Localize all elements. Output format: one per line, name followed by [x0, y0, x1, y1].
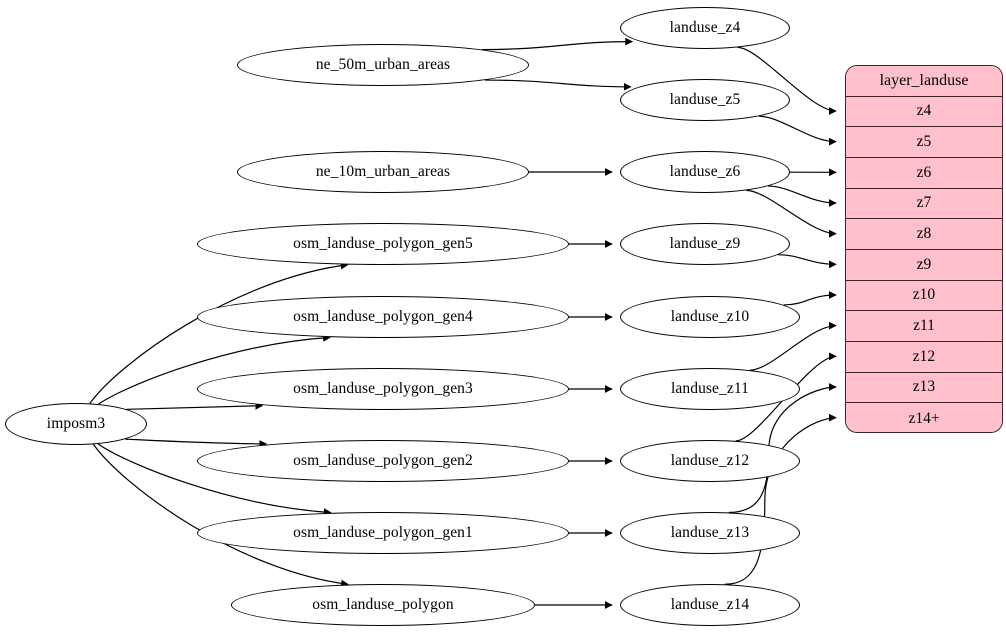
record-row-z14plus[interactable]: z14+	[846, 403, 1002, 432]
record-row-z5[interactable]: z5	[846, 127, 1002, 158]
record-row-z10[interactable]: z10	[846, 280, 1002, 312]
node-label: osm_landuse_polygon_gen3	[293, 380, 473, 398]
edge	[746, 189, 837, 238]
node-label: osm_landuse_polygon_gen4	[293, 308, 473, 326]
node-label: landuse_z6	[669, 163, 741, 181]
node-landuse-z14[interactable]: landuse_z14	[620, 584, 800, 626]
node-label: landuse_z12	[670, 452, 750, 470]
edge	[481, 37, 634, 51]
edge	[768, 185, 837, 207]
node-label: osm_landuse_polygon_gen5	[293, 235, 473, 253]
node-label: ne_10m_urban_areas	[315, 163, 451, 181]
node-osm-landuse-polygon-gen1[interactable]: osm_landuse_polygon_gen1	[197, 512, 569, 554]
node-label: osm_landuse_polygon_gen1	[293, 524, 473, 542]
node-label: landuse_z9	[669, 235, 741, 253]
node-osm-landuse-polygon[interactable]: osm_landuse_polygon	[231, 584, 535, 626]
edge	[737, 46, 837, 115]
record-row-z6[interactable]: z6	[846, 157, 1002, 189]
node-osm-landuse-polygon-gen3[interactable]: osm_landuse_polygon_gen3	[197, 368, 569, 410]
record-row-z4[interactable]: z4	[846, 96, 1002, 128]
edge	[97, 443, 332, 517]
record-row-z11[interactable]: z11	[846, 311, 1002, 342]
node-label: ne_50m_urban_areas	[315, 56, 451, 74]
edge	[125, 438, 268, 448]
record-header: layer_landuse	[846, 66, 1002, 97]
record-row-z13[interactable]: z13	[846, 372, 1002, 404]
node-label: landuse_z5	[669, 91, 741, 109]
edge	[89, 261, 349, 404]
node-landuse-z6[interactable]: landuse_z6	[620, 151, 790, 193]
record-row-z7[interactable]: z7	[846, 188, 1002, 220]
edge	[98, 333, 331, 405]
node-imposm3[interactable]: imposm3	[5, 403, 147, 445]
edge	[749, 321, 837, 371]
edge	[126, 401, 264, 410]
edge	[724, 413, 837, 585]
record-row-z9[interactable]: z9	[846, 249, 1002, 281]
node-landuse-z4[interactable]: landuse_z4	[620, 7, 790, 49]
node-landuse-z5[interactable]: landuse_z5	[620, 79, 790, 121]
node-ne-10m-urban-areas[interactable]: ne_10m_urban_areas	[237, 151, 529, 193]
node-landuse-z9[interactable]: landuse_z9	[620, 223, 790, 265]
edge	[484, 79, 632, 91]
edge	[92, 444, 349, 588]
node-landuse-z13[interactable]: landuse_z13	[620, 512, 800, 554]
node-osm-landuse-polygon-gen4[interactable]: osm_landuse_polygon_gen4	[197, 296, 569, 338]
node-label: imposm3	[46, 415, 106, 433]
record-row-z8[interactable]: z8	[846, 219, 1002, 250]
node-label: landuse_z4	[669, 19, 741, 37]
node-osm-landuse-polygon-gen5[interactable]: osm_landuse_polygon_gen5	[197, 223, 569, 265]
node-landuse-z11[interactable]: landuse_z11	[620, 368, 800, 410]
node-label: landuse_z11	[670, 380, 749, 398]
node-label: landuse_z10	[670, 308, 750, 326]
record-row-z12[interactable]: z12	[846, 341, 1002, 373]
node-osm-landuse-polygon-gen2[interactable]: osm_landuse_polygon_gen2	[197, 440, 569, 482]
edge	[778, 254, 837, 269]
node-label: osm_landuse_polygon	[312, 596, 454, 614]
node-label: landuse_z14	[670, 596, 750, 614]
node-ne-50m-urban-areas[interactable]: ne_50m_urban_areas	[237, 44, 529, 86]
edge	[759, 115, 837, 146]
node-landuse-z10[interactable]: landuse_z10	[620, 296, 800, 338]
edge	[783, 291, 837, 306]
node-label: landuse_z13	[670, 524, 750, 542]
node-label: osm_landuse_polygon_gen2	[293, 452, 473, 470]
node-landuse-z12[interactable]: landuse_z12	[620, 440, 800, 482]
